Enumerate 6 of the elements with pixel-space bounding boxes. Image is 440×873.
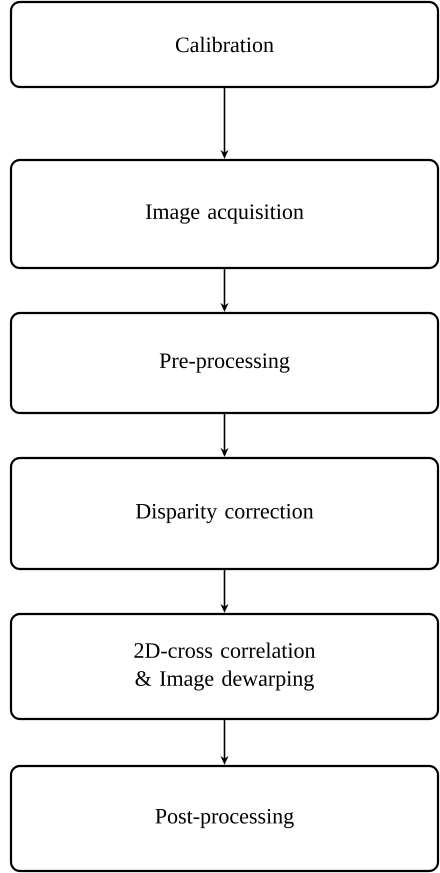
- process-box: Post-processing: [10, 764, 440, 872]
- process-box: Image acquisition: [10, 158, 440, 270]
- process-box: 2D-cross correlation & Image dewarping: [10, 612, 440, 720]
- process-box: Disparity correction: [10, 456, 440, 570]
- process-box: Pre-processing: [10, 312, 440, 414]
- process-box: Calibration: [10, 0, 440, 88]
